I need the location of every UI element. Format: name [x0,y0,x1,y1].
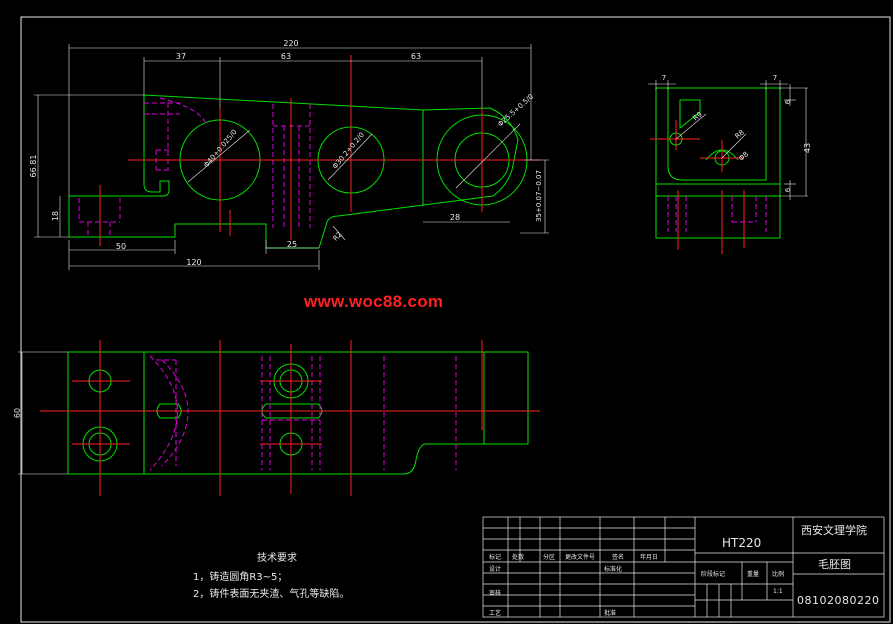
header-label: 分区 [543,554,556,561]
dim-37: 37 [176,52,186,61]
watermark-text: www.woc88.com [304,292,444,311]
side-dim-6-a: 6 [784,99,792,104]
dim-25: 25 [287,240,297,249]
school-name: 西安文理学院 [801,524,867,537]
dim-63-a: 63 [281,52,291,61]
side-dim-7-a: 7 [662,74,666,82]
dim-35: 35+0.07−0.07 [535,170,543,222]
header-label: 处数 [512,554,525,561]
scale-label: 比例 [772,571,785,578]
dim-50: 50 [116,242,126,251]
front-view: 220 37 63 63 66.81 18 50 120 25 28 35+0.… [29,39,549,270]
approve-label: 批准 [604,610,617,617]
side-dim-43: 43 [803,143,812,153]
design-label: 设计 [489,566,502,573]
dim-66-81: 66.81 [29,155,38,178]
check-label: 审核 [489,590,502,597]
standardization-label: 标准化 [604,566,623,573]
front-outline [68,94,519,249]
side-view: 7 7 6 43 6 R9 R8 Φ8 [648,74,812,254]
process-label: 工艺 [489,610,502,617]
plan-view: 60 [13,340,540,496]
scale-value: 1:1 [773,588,783,595]
drawing-number: 08102080220 [797,594,880,607]
header-label: 标记 [489,554,502,561]
dim-120: 120 [186,258,201,267]
header-label: 更改文件号 [565,554,596,561]
dim-phi25: Φ25.5+0.5/0 [496,93,535,129]
drawing-name: 毛胚图 [818,558,851,571]
dim-220: 220 [283,39,298,48]
dim-18: 18 [51,211,60,221]
tech-requirement-item: 1，铸造圆角R3~5； [193,572,288,583]
material-label: HT220 [722,536,762,550]
drawing-frame [20,16,891,623]
side-dim-r9: R9 [692,110,704,122]
side-dim-7-b: 7 [773,74,777,82]
title-block [482,516,885,618]
side-dim-6-b: 6 [784,187,792,192]
weight-label: 重量 [747,571,760,578]
dim-28: 28 [450,213,460,222]
stage-mark-label: 阶段标记 [701,571,726,578]
tech-requirements-title: 技术要求 [257,553,297,564]
side-dim-phi8: Φ8 [737,150,750,163]
dim-63-b: 63 [411,52,421,61]
dim-phi30: Φ30.2+0.2/0 [331,131,366,171]
header-label: 年月日 [640,554,659,561]
side-dim-r8: R8 [734,128,746,140]
dim-r2: R2 [331,230,343,242]
plan-dim-60: 60 [13,408,22,418]
tech-requirement-item: 2，铸件表面无夹渣、气孔等缺陷。 [193,589,350,600]
header-label: 签名 [612,554,625,561]
